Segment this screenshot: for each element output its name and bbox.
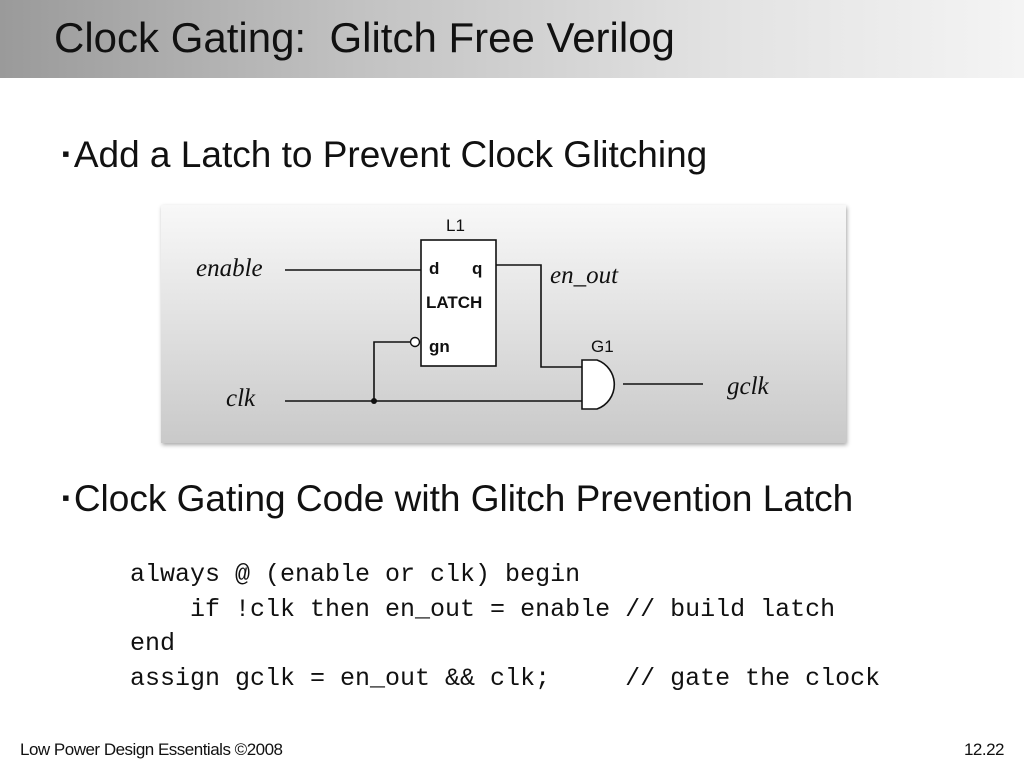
junction-dot: [371, 398, 377, 404]
circuit-schematic: L1 d q LATCH gn G1 enable en_out clk gcl…: [196, 216, 770, 412]
bullet-marker-icon: ▪: [62, 141, 70, 166]
slide-number: 12.22: [963, 740, 1005, 759]
enable-label: enable: [196, 255, 263, 282]
bullet-text: Clock Gating Code with Glitch Prevention…: [73, 478, 854, 519]
bullet-marker-icon: ▪: [62, 485, 70, 510]
en-out-label: en_out: [550, 262, 619, 289]
footer-copyright: Low Power Design Essentials ©2008: [20, 740, 283, 759]
code-line: if !clk then en_out = enable // build la…: [130, 594, 836, 624]
bullet-item-code: ▪Clock Gating Code with Glitch Preventio…: [62, 478, 853, 520]
latch-pin-q: q: [472, 259, 482, 278]
latch-pin-gn: gn: [429, 337, 450, 356]
slide-title: Clock Gating: Glitch Free Verilog: [54, 14, 675, 61]
latch-ref-label: L1: [446, 216, 465, 235]
latch-pin-d: d: [429, 259, 439, 278]
clk-branch-wire: [373, 341, 410, 401]
gate-ref-label: G1: [591, 337, 614, 356]
bullet-text: Add a Latch to Prevent Clock Glitching: [73, 134, 708, 175]
gclk-label: gclk: [727, 373, 770, 400]
clk-label: clk: [226, 385, 256, 412]
code-line: assign gclk = en_out && clk; // gate the…: [130, 663, 881, 693]
latch-name: LATCH: [426, 293, 482, 312]
en-out-wire: [496, 264, 582, 368]
code-line: end: [130, 629, 176, 658]
latch-box: [420, 239, 497, 367]
code-line: always @ (enable or clk) begin: [130, 560, 581, 589]
latch-gating-diagram: L1 d q LATCH gn G1 enable en_out clk gcl…: [161, 205, 846, 443]
and-gate-g1: [581, 359, 616, 410]
bullet-item-latch: ▪Add a Latch to Prevent Clock Glitching: [62, 134, 707, 176]
title-bar: [0, 0, 1024, 78]
verilog-code-block: always @ (enable or clk) begin if !clk t…: [130, 558, 880, 696]
inversion-bubble: [409, 336, 421, 348]
